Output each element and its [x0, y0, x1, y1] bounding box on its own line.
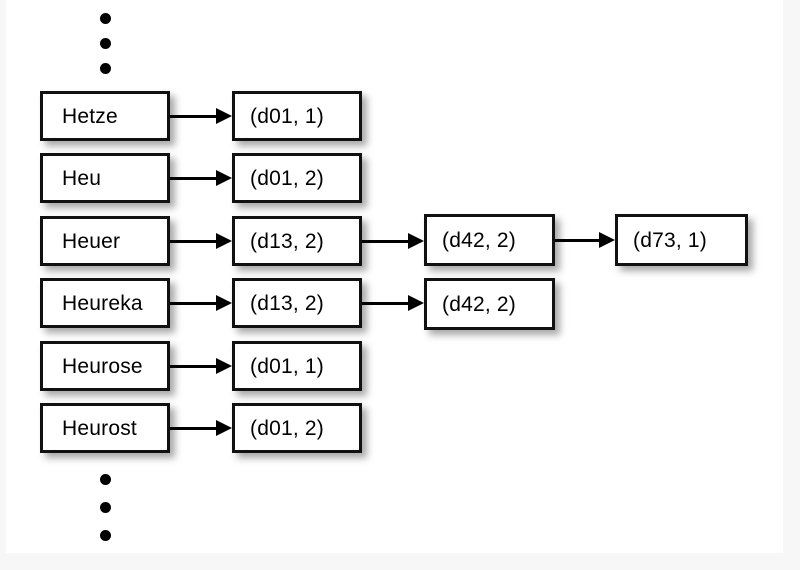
arrow-heurose-to-posting — [170, 357, 232, 375]
term-label: Heureka — [62, 291, 143, 315]
posting-box-d01-2-heu[interactable]: (d01, 2) — [232, 153, 362, 203]
arrow-shaft — [362, 302, 408, 305]
arrow-shaft — [170, 302, 216, 305]
posting-label: (d01, 2) — [250, 166, 324, 190]
term-box-heurost[interactable]: Heurost — [40, 403, 170, 453]
arrow-shaft — [170, 115, 216, 118]
arrow-heu-to-posting — [170, 169, 232, 187]
term-box-heu[interactable]: Heu — [40, 153, 170, 203]
arrow-d42-to-d73 — [555, 231, 615, 249]
arrow-head — [408, 233, 424, 249]
posting-box-d01-2-heurost[interactable]: (d01, 2) — [232, 403, 362, 453]
ellipsis-dot — [100, 38, 111, 49]
arrow-d13-to-d42-row2 — [362, 294, 424, 312]
term-box-heureka[interactable]: Heureka — [40, 278, 170, 328]
ellipsis-dot — [100, 530, 111, 541]
arrow-shaft — [170, 177, 216, 180]
posting-label: (d13, 2) — [250, 291, 324, 315]
arrow-head — [216, 358, 232, 374]
arrow-shaft — [555, 239, 599, 242]
arrow-heureka-to-posting — [170, 294, 232, 312]
arrow-shaft — [170, 365, 216, 368]
term-label: Heuer — [62, 229, 121, 253]
arrow-head — [216, 170, 232, 186]
arrow-head — [408, 295, 424, 311]
posting-box-d13-2-heuer[interactable]: (d13, 2) — [232, 216, 362, 266]
posting-label: (d73, 1) — [633, 228, 707, 252]
arrow-head — [216, 420, 232, 436]
posting-box-d42-2-row2[interactable]: (d42, 2) — [424, 278, 555, 330]
posting-label: (d13, 2) — [250, 229, 324, 253]
arrow-shaft — [170, 427, 216, 430]
term-label: Heurost — [62, 416, 137, 440]
arrow-d13-to-d42-row1 — [362, 232, 424, 250]
posting-label: (d42, 2) — [442, 292, 516, 316]
posting-label: (d01, 1) — [250, 104, 324, 128]
posting-box-d01-1-heurose[interactable]: (d01, 1) — [232, 341, 362, 391]
posting-box-d42-2-row1[interactable]: (d42, 2) — [424, 214, 555, 266]
ellipsis-dot — [100, 502, 111, 513]
posting-label: (d42, 2) — [442, 228, 516, 252]
arrow-head — [216, 295, 232, 311]
ellipsis-dot — [100, 13, 111, 24]
ellipsis-dot — [100, 474, 111, 485]
posting-box-d01-1-hetze[interactable]: (d01, 1) — [232, 91, 362, 141]
term-label: Hetze — [62, 104, 118, 128]
term-label: Heu — [62, 166, 102, 190]
posting-box-d73-1[interactable]: (d73, 1) — [615, 214, 748, 266]
posting-label: (d01, 2) — [250, 416, 324, 440]
term-box-heuer[interactable]: Heuer — [40, 216, 170, 266]
arrow-shaft — [362, 240, 408, 243]
arrow-hetze-to-posting — [170, 107, 232, 125]
term-box-heurose[interactable]: Heurose — [40, 341, 170, 391]
arrow-heuer-to-posting — [170, 232, 232, 250]
arrow-head — [599, 232, 615, 248]
posting-box-d13-2-heureka[interactable]: (d13, 2) — [232, 278, 362, 328]
posting-label: (d01, 1) — [250, 354, 324, 378]
arrow-head — [216, 233, 232, 249]
term-box-hetze[interactable]: Hetze — [40, 91, 170, 141]
arrow-head — [216, 108, 232, 124]
term-label: Heurose — [62, 354, 143, 378]
arrow-shaft — [170, 240, 216, 243]
ellipsis-dot — [100, 63, 111, 74]
arrow-heurost-to-posting — [170, 419, 232, 437]
